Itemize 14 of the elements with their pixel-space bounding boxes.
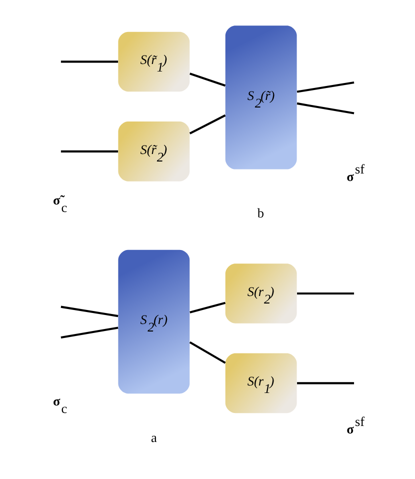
connector — [60, 326, 118, 339]
connector — [297, 382, 354, 384]
connector — [296, 81, 354, 93]
connector — [190, 72, 226, 87]
connector — [60, 306, 118, 318]
label: b — [257, 206, 264, 221]
connector — [297, 292, 354, 295]
connector — [296, 102, 354, 114]
connector — [60, 150, 118, 152]
connector — [189, 341, 226, 364]
connector — [190, 302, 226, 314]
connector — [189, 114, 226, 134]
connector — [60, 60, 118, 63]
label: a — [151, 430, 157, 446]
